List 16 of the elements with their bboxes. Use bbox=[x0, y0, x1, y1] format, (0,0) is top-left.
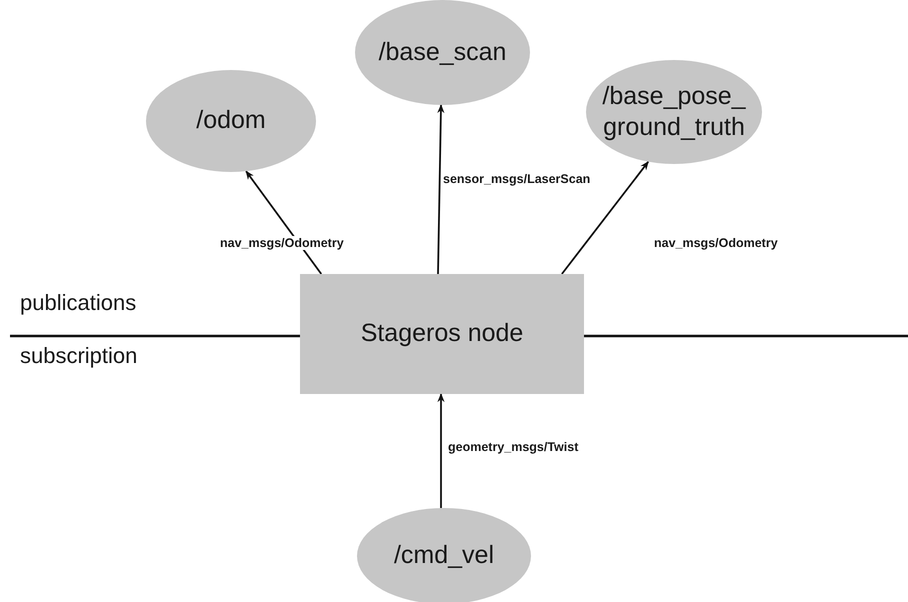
edge-label: nav_msgs/Odometry bbox=[218, 236, 346, 250]
edge-label: nav_msgs/Odometry bbox=[652, 236, 780, 250]
edge-label: geometry_msgs/Twist bbox=[446, 440, 580, 454]
section-label: publications bbox=[20, 290, 136, 316]
arrow bbox=[561, 161, 649, 275]
edge-label: sensor_msgs/LaserScan bbox=[441, 172, 592, 186]
arrow bbox=[437, 393, 445, 508]
node-label: /base_pose_ ground_truth bbox=[602, 80, 746, 143]
node-label: /base_scan bbox=[378, 36, 506, 68]
node-label: Stageros node bbox=[360, 318, 524, 350]
node-label: /odom bbox=[196, 105, 266, 136]
arrow bbox=[245, 170, 322, 275]
node-box bbox=[300, 274, 584, 394]
arrow bbox=[437, 104, 444, 274]
node-label: /cmd_vel bbox=[394, 540, 494, 572]
section-label: subscription bbox=[20, 343, 138, 369]
